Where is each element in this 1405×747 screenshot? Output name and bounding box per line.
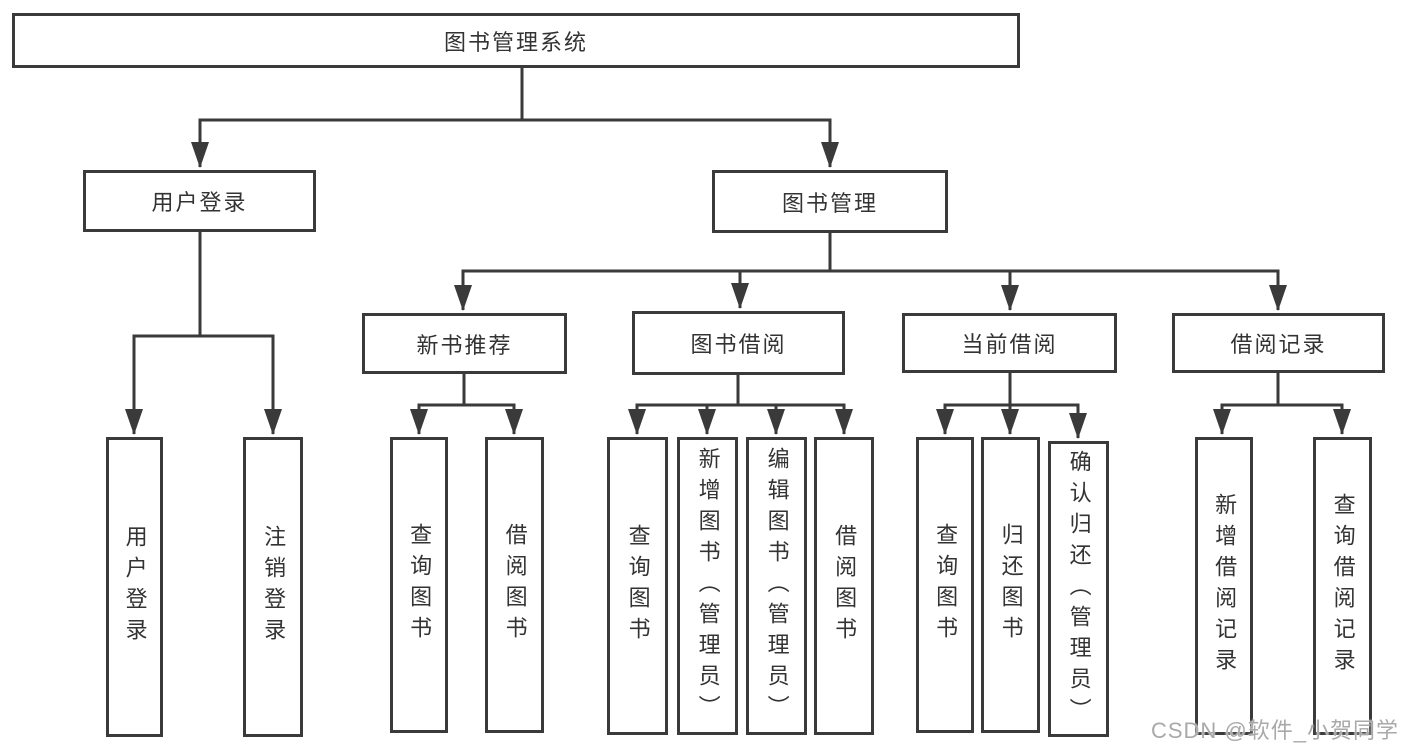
leaf-borrow-books-1: 借阅图书 bbox=[485, 437, 544, 733]
leaf-borrow-books-2: 借阅图书 bbox=[814, 437, 874, 735]
leaf-query-books-1: 查询图书 bbox=[390, 437, 448, 733]
connector-book-borrow-to-leaves bbox=[628, 375, 853, 435]
connector-current-borrow-to-leaves bbox=[936, 373, 1087, 439]
leaf-logout: 注销登录 bbox=[243, 437, 303, 737]
node-label: 图书管理系统 bbox=[443, 29, 588, 55]
node-user-login: 用户登录 bbox=[83, 170, 316, 232]
connector-borrow-records-to-leaves bbox=[1213, 373, 1351, 435]
node-label: 查询图书 bbox=[407, 523, 433, 647]
node-label: 查询图书 bbox=[625, 524, 651, 648]
node-label: 查询借阅记录 bbox=[1330, 493, 1356, 679]
node-label: 归还图书 bbox=[998, 523, 1024, 647]
node-book-management: 图书管理 bbox=[712, 170, 948, 233]
watermark: CSDN @软件_小贺同学 bbox=[1150, 718, 1399, 743]
connector-new-books-to-leaves bbox=[410, 374, 523, 435]
connector-book-mgmt-to-level3 bbox=[454, 233, 1287, 311]
leaf-confirm-return-admin: 确认归还（管理员） bbox=[1048, 441, 1109, 737]
node-book-borrow: 图书借阅 bbox=[632, 311, 845, 375]
node-current-borrow: 当前借阅 bbox=[902, 313, 1117, 373]
leaf-add-borrow-record: 新增借阅记录 bbox=[1195, 437, 1253, 735]
node-label: 新增借阅记录 bbox=[1212, 493, 1238, 679]
node-label: 当前借阅 bbox=[961, 332, 1058, 357]
leaf-return-books: 归还图书 bbox=[981, 437, 1040, 733]
node-label: 图书管理 bbox=[781, 190, 878, 216]
node-label: 借阅图书 bbox=[502, 523, 528, 647]
node-label: 编辑图书（管理员） bbox=[764, 446, 790, 726]
connector-root-to-level2 bbox=[191, 66, 839, 168]
leaf-user-login: 用户登录 bbox=[106, 437, 163, 737]
node-label: 新书推荐 bbox=[416, 332, 513, 358]
node-label: 查询图书 bbox=[933, 523, 959, 647]
leaf-query-books-3: 查询图书 bbox=[916, 437, 974, 733]
node-label: 注销登录 bbox=[261, 525, 287, 649]
connector-user-login-to-leaves bbox=[125, 232, 282, 435]
node-label: 借阅记录 bbox=[1230, 332, 1327, 357]
node-new-book-recommend: 新书推荐 bbox=[362, 313, 567, 374]
leaf-add-book-admin: 新增图书（管理员） bbox=[677, 437, 738, 735]
node-label: 用户登录 bbox=[151, 190, 248, 215]
node-label: 图书借阅 bbox=[690, 332, 787, 357]
leaf-query-borrow-record: 查询借阅记录 bbox=[1313, 437, 1372, 735]
node-label: 借阅图书 bbox=[832, 524, 858, 648]
node-root: 图书管理系统 bbox=[12, 13, 1020, 68]
node-label: 新增图书（管理员） bbox=[695, 446, 721, 726]
leaf-edit-book-admin: 编辑图书（管理员） bbox=[746, 437, 807, 735]
node-label: 用户登录 bbox=[122, 525, 148, 649]
node-label: 确认归还（管理员） bbox=[1066, 449, 1092, 729]
leaf-query-books-2: 查询图书 bbox=[607, 437, 668, 735]
node-borrow-records: 借阅记录 bbox=[1172, 313, 1385, 373]
